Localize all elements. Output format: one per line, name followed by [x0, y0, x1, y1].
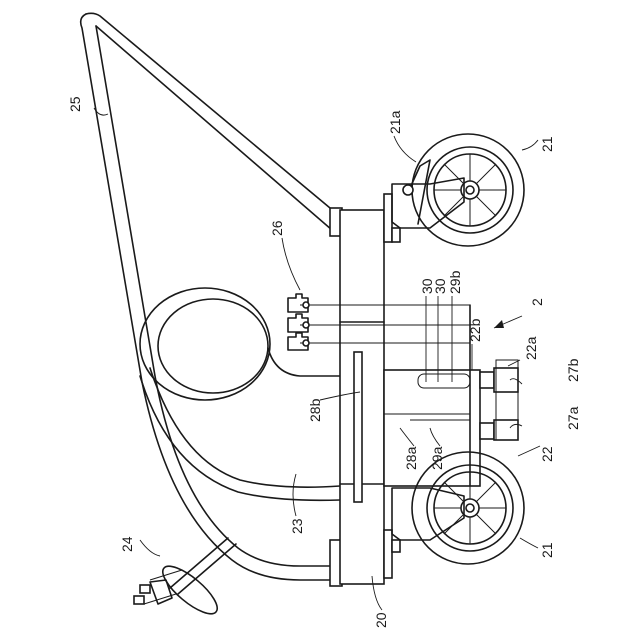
label-26: 26: [269, 220, 285, 236]
label-28a: 28a: [403, 446, 419, 470]
label-22b: 22b: [467, 318, 483, 342]
label-28b: 28b: [307, 398, 323, 422]
caster-top: [392, 134, 524, 246]
label-22a: 22a: [523, 336, 539, 360]
label-21-top: 21: [539, 136, 555, 152]
label-25: 25: [67, 96, 83, 112]
label-27b: 27b: [565, 358, 581, 382]
label-20: 20: [373, 612, 389, 628]
label-27a: 27a: [565, 406, 581, 430]
label-22: 22: [539, 446, 555, 462]
label-29b: 29b: [447, 270, 463, 294]
label-23: 23: [289, 518, 305, 534]
label-24: 24: [119, 536, 135, 552]
label-21-bottom: 21: [539, 542, 555, 558]
label-29a: 29a: [429, 446, 445, 470]
label-21a: 21a: [387, 110, 403, 134]
arrow-head: [494, 320, 504, 328]
label-2: 2: [529, 298, 545, 306]
hose: [140, 288, 355, 500]
label-30-b: 30: [432, 278, 448, 294]
